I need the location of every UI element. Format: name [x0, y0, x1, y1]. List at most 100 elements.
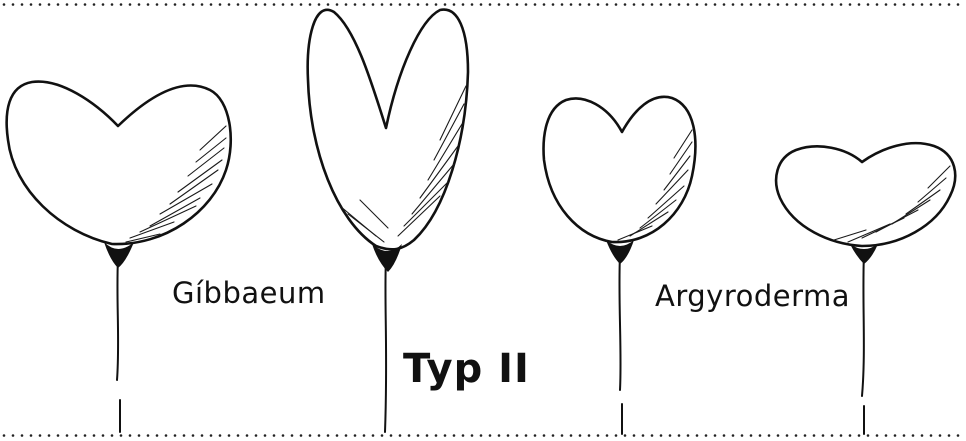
- border-dot: [327, 3, 330, 6]
- border-dot: [516, 3, 519, 6]
- border-dot: [264, 434, 267, 437]
- border-dot: [165, 434, 168, 437]
- border-dot: [363, 3, 366, 6]
- border-dot: [615, 3, 618, 6]
- border-dot: [759, 434, 762, 437]
- border-dot: [642, 3, 645, 6]
- border-dot: [912, 434, 915, 437]
- typ-ii-stem: [385, 258, 386, 432]
- border-dot: [786, 434, 789, 437]
- argyroderma-small-collar: [606, 240, 634, 264]
- border-dot: [345, 3, 348, 6]
- border-dot: [732, 3, 735, 6]
- border-dot: [66, 3, 69, 6]
- border-dot: [723, 434, 726, 437]
- border-dot: [471, 3, 474, 6]
- gibbaeum-leaf-pair: [7, 82, 231, 245]
- border-dot: [768, 434, 771, 437]
- border-dot: [363, 434, 366, 437]
- border-dot: [147, 3, 150, 6]
- border-dot: [552, 434, 555, 437]
- border-dot: [948, 3, 951, 6]
- border-dot: [921, 434, 924, 437]
- border-dot: [480, 3, 483, 6]
- border-dot: [525, 3, 528, 6]
- border-dot: [714, 434, 717, 437]
- border-dot: [903, 434, 906, 437]
- border-dot: [291, 434, 294, 437]
- border-dot: [201, 434, 204, 437]
- argyroderma-label: Argyroderma: [655, 282, 850, 311]
- border-dot: [534, 3, 537, 6]
- border-dot: [84, 3, 87, 6]
- border-dot: [192, 3, 195, 6]
- border-dot: [282, 434, 285, 437]
- border-dot: [831, 434, 834, 437]
- border-dot: [237, 434, 240, 437]
- border-dot: [408, 3, 411, 6]
- border-dot: [885, 434, 888, 437]
- border-dot: [318, 434, 321, 437]
- border-dot: [507, 434, 510, 437]
- border-dot: [21, 434, 24, 437]
- border-dot: [318, 3, 321, 6]
- border-dot: [444, 434, 447, 437]
- border-dot: [588, 434, 591, 437]
- border-dot: [597, 3, 600, 6]
- border-dot: [102, 3, 105, 6]
- border-dot: [615, 434, 618, 437]
- border-dot: [525, 434, 528, 437]
- border-dot: [39, 3, 42, 6]
- border-dot: [75, 434, 78, 437]
- border-dot: [264, 3, 267, 6]
- border-dot: [138, 3, 141, 6]
- gibbaeum-plant-body: [7, 82, 231, 432]
- border-dot: [246, 434, 249, 437]
- border-dot: [381, 434, 384, 437]
- border-dot: [642, 434, 645, 437]
- border-dot: [372, 434, 375, 437]
- border-dot: [498, 3, 501, 6]
- border-dot: [453, 3, 456, 6]
- border-dot: [219, 434, 222, 437]
- border-dot: [12, 3, 15, 6]
- border-dot: [174, 3, 177, 6]
- border-dot: [435, 3, 438, 6]
- border-dot: [408, 434, 411, 437]
- border-dot: [21, 3, 24, 6]
- border-dot: [309, 3, 312, 6]
- border-dot: [651, 434, 654, 437]
- border-dot: [147, 434, 150, 437]
- border-dot: [471, 434, 474, 437]
- border-dot: [669, 3, 672, 6]
- border-dot: [165, 3, 168, 6]
- border-dot: [480, 434, 483, 437]
- border-dot: [633, 434, 636, 437]
- border-dot: [327, 434, 330, 437]
- border-dot: [255, 3, 258, 6]
- border-dot: [129, 434, 132, 437]
- gibbaeum-collar: [104, 242, 134, 268]
- border-dot: [813, 434, 816, 437]
- border-dot: [102, 434, 105, 437]
- border-dot: [903, 3, 906, 6]
- border-dot: [48, 3, 51, 6]
- argyroderma-small-stem: [619, 254, 622, 434]
- border-dot: [579, 434, 582, 437]
- border-dot: [831, 3, 834, 6]
- border-dot: [624, 3, 627, 6]
- border-dot: [57, 3, 60, 6]
- border-dot: [696, 3, 699, 6]
- border-dot: [462, 434, 465, 437]
- border-dot: [687, 3, 690, 6]
- border-dot: [588, 3, 591, 6]
- border-dot: [570, 434, 573, 437]
- border-dot: [696, 434, 699, 437]
- border-dot: [660, 434, 663, 437]
- border-dot: [426, 3, 429, 6]
- border-dot: [3, 3, 6, 6]
- border-dot: [858, 434, 861, 437]
- border-dot: [822, 3, 825, 6]
- border-dot: [867, 3, 870, 6]
- border-dot: [354, 434, 357, 437]
